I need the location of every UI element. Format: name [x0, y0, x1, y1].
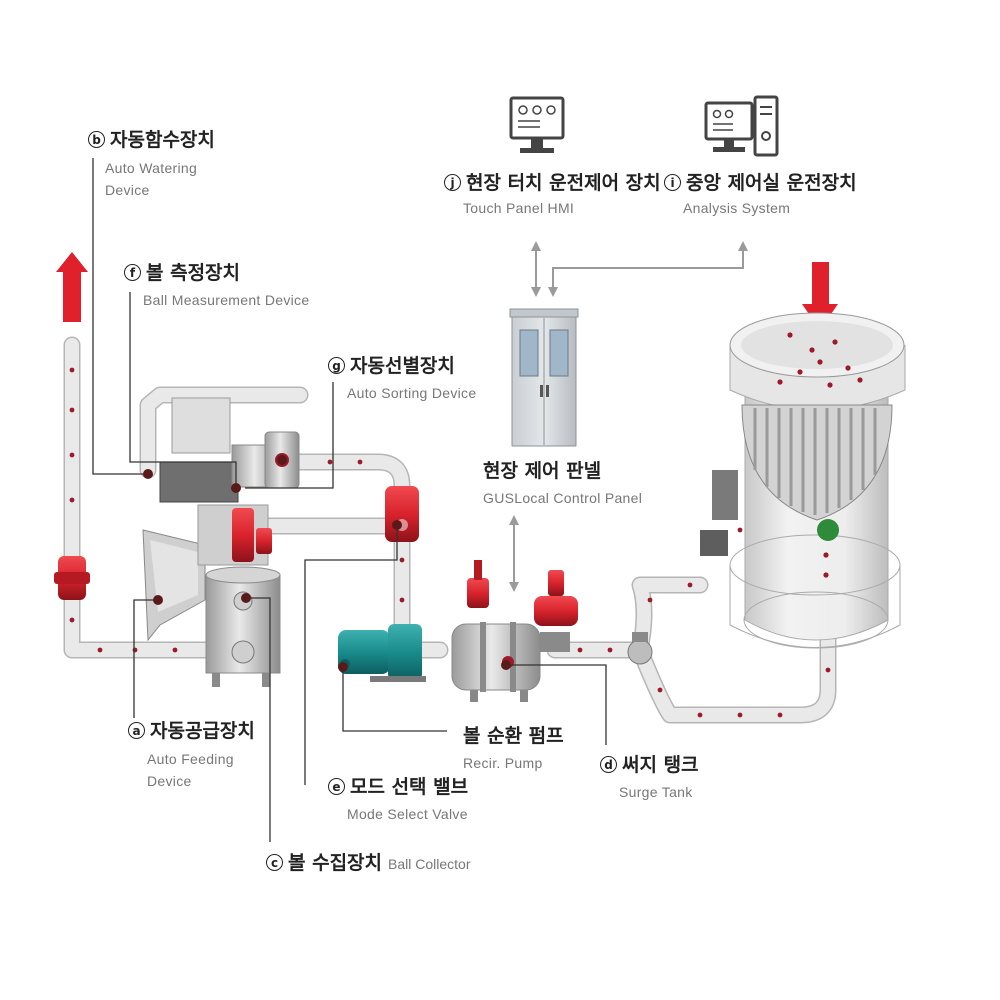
local-control-title: 현장 제어 판넬	[483, 460, 602, 482]
label-local-control-panel: 현장 제어 판넬 GUSLocal Control Panel	[483, 456, 642, 509]
marker-c: c	[266, 854, 283, 871]
ball-collector-unit	[205, 566, 281, 687]
auto-sorting-en: Auto Sorting Device	[347, 385, 477, 401]
analysis-system-en: Analysis System	[683, 200, 791, 216]
surge-tank	[700, 312, 906, 649]
recirc-pump-en: Recir. Pump	[463, 755, 543, 771]
marker-b: b	[88, 131, 105, 148]
label-recirc-pump: 볼 순환 펌프 Recir. Pump	[463, 721, 564, 774]
marker-j: j	[444, 174, 461, 191]
analysis-computer-icon	[704, 95, 779, 157]
left-riser-valve	[54, 556, 90, 600]
leader-lines	[92, 158, 607, 842]
marker-d: d	[600, 756, 617, 773]
marker-i: i	[664, 174, 681, 191]
recirc-pump-title: 볼 순환 펌프	[463, 725, 564, 747]
inline-valve	[627, 632, 653, 665]
ball-measurement-en: Ball Measurement Device	[143, 292, 310, 308]
auto-feeding-en-1: Auto Feeding	[147, 751, 234, 767]
auto-watering-en-2: Device	[105, 182, 150, 198]
recirc-vessel	[451, 622, 541, 702]
vessel-top-valves	[467, 560, 578, 652]
touch-panel-en: Touch Panel HMI	[463, 200, 575, 216]
mode-select-valve-body	[385, 486, 419, 542]
ball-collector-en: Ball Collector	[388, 856, 471, 872]
hmi-monitor-icon	[509, 96, 565, 153]
local-control-en: GUSLocal Control Panel	[483, 490, 643, 506]
mode-select-en: Mode Select Valve	[347, 806, 468, 822]
auto-feeding-en-2: Device	[147, 773, 192, 789]
leader-endpoints	[143, 455, 511, 672]
marker-a: a	[128, 722, 145, 739]
auto-feeding-hopper	[142, 529, 206, 642]
local-control-cabinet	[509, 308, 579, 447]
signal-lines	[513, 248, 744, 585]
marker-e: e	[328, 778, 345, 795]
marker-f: f	[124, 264, 141, 281]
pump-motor	[338, 624, 426, 682]
signal-arrowheads	[509, 241, 748, 592]
marker-g: g	[328, 357, 345, 374]
outlet-arrow-up	[56, 252, 88, 322]
surge-tank-en: Surge Tank	[619, 784, 693, 800]
auto-watering-en-1: Auto Watering	[105, 160, 198, 176]
